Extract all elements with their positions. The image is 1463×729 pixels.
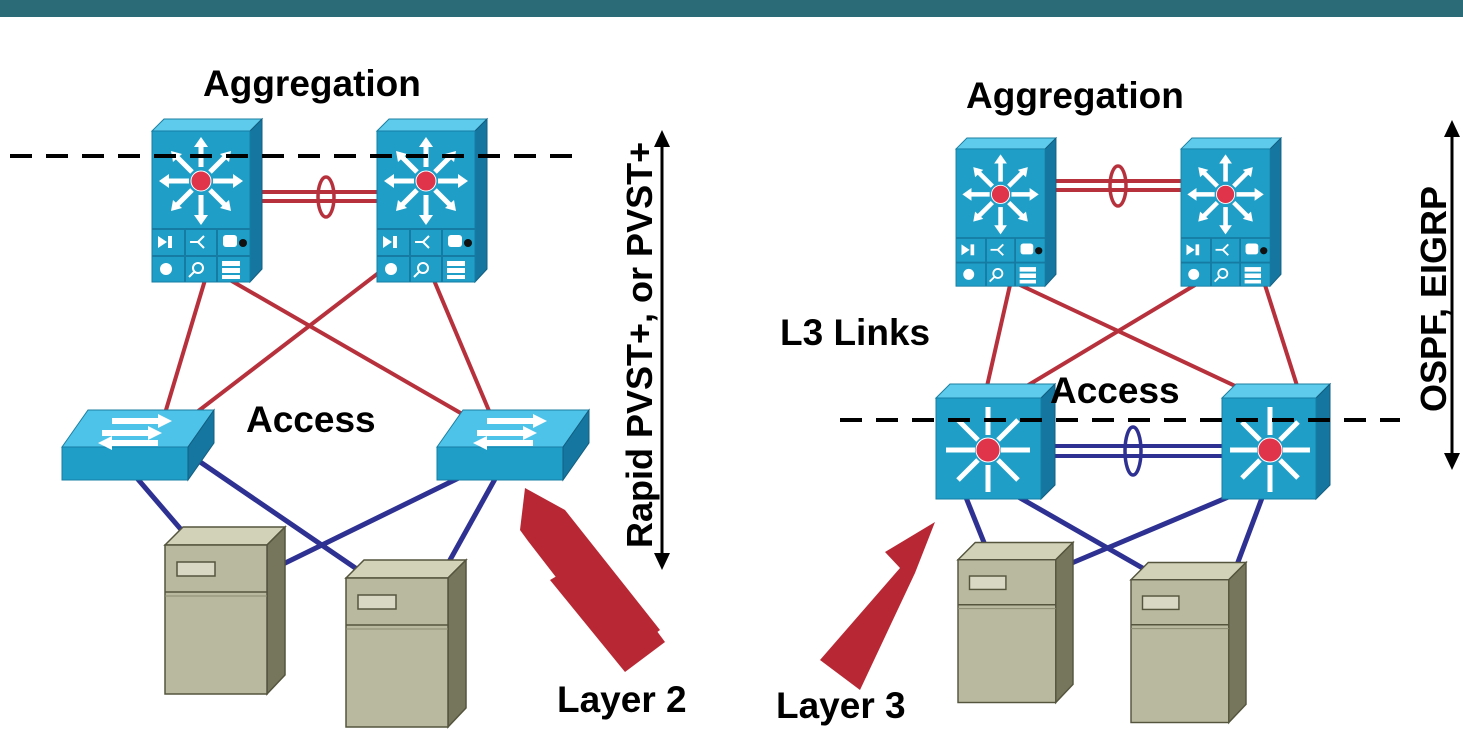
left-port-channel-icon bbox=[316, 175, 336, 219]
left-access-label: Access bbox=[246, 399, 376, 440]
right-server-1 bbox=[957, 541, 1074, 704]
left-access-switch-1 bbox=[61, 409, 215, 481]
right-scope-arrow-down-icon bbox=[1444, 453, 1460, 470]
left-aggregation-switch-2 bbox=[377, 119, 487, 282]
left-aggregation-switch-1 bbox=[152, 119, 262, 282]
right-access-label: Access bbox=[1050, 370, 1180, 411]
left-access-switch-2 bbox=[436, 409, 590, 481]
right-aggregation-port-channel-icon bbox=[1108, 164, 1128, 208]
right-layer-label: Layer 3 bbox=[776, 685, 906, 726]
right-scope-arrow-up-icon bbox=[1444, 120, 1460, 137]
left-server-1 bbox=[164, 526, 286, 695]
right-access-switch-1 bbox=[934, 382, 1057, 501]
left-diagram: Aggregation Access Layer 2 Rapid PVST+, … bbox=[10, 63, 687, 728]
header-bar bbox=[0, 0, 1463, 17]
left-server-2 bbox=[345, 559, 467, 728]
right-access-port-channel-icon bbox=[1123, 425, 1143, 477]
right-diagram: Aggregation Access L3 Links Layer 3 OSPF… bbox=[776, 75, 1460, 726]
right-aggregation-switch-2 bbox=[1181, 138, 1281, 286]
left-layer-label: Layer 2 bbox=[557, 679, 687, 720]
right-protocol-label: OSPF, EIGRP bbox=[1413, 186, 1454, 412]
left-pointer-arrow-shaft bbox=[550, 552, 665, 672]
right-aggregation-switch-1 bbox=[956, 138, 1056, 286]
right-access-interconnect bbox=[1045, 444, 1222, 458]
right-links-label: L3 Links bbox=[780, 312, 930, 353]
right-server-2 bbox=[1130, 561, 1247, 724]
right-aggregation-label: Aggregation bbox=[966, 75, 1184, 116]
right-pointer-arrow-icon bbox=[820, 522, 935, 690]
right-server-links bbox=[962, 487, 1268, 581]
left-scope-arrow-up-icon bbox=[654, 130, 670, 147]
left-aggregation-label: Aggregation bbox=[203, 63, 421, 104]
right-access-switch-2 bbox=[1220, 382, 1332, 501]
left-protocol-label: Rapid PVST+, or PVST+ bbox=[619, 142, 660, 548]
left-scope-arrow-down-icon bbox=[654, 553, 670, 570]
